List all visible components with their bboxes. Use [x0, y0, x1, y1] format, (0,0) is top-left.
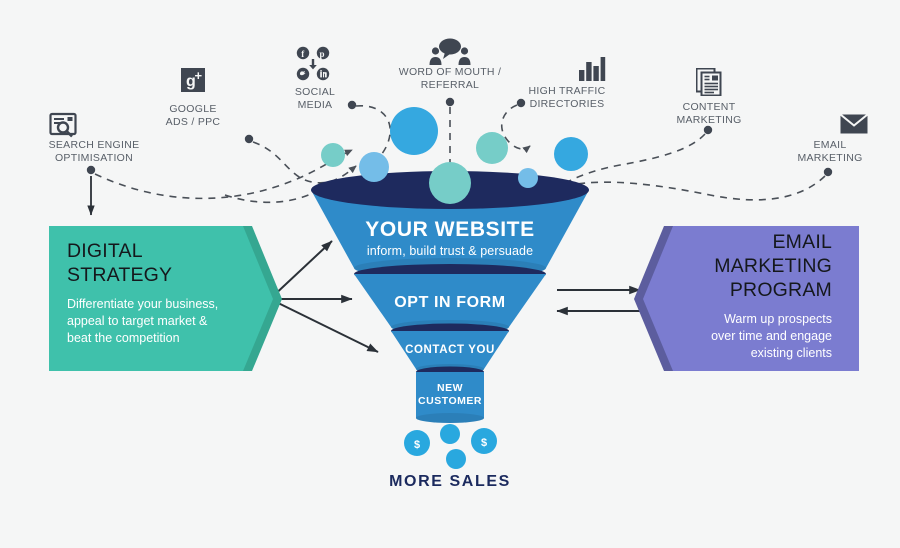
- dashed-path-secondary-left: [224, 181, 331, 204]
- search-engine-icon: [49, 112, 77, 145]
- dashed-path-high-traffic: [500, 104, 531, 154]
- source-label-seo: SEARCH ENGINE OPTIMISATION: [48, 139, 140, 164]
- word-of-mouth-icon: [428, 38, 472, 73]
- source-label-word-of-mouth: WORD OF MOUTH / REFERRAL: [398, 66, 502, 91]
- sales-coin: [471, 428, 497, 454]
- sales-coin-symbol: $: [481, 437, 487, 449]
- google-plus-icon: g +: [181, 68, 205, 97]
- path-dot-high-traffic: [516, 98, 526, 108]
- digital-strategy-panel: DIGITAL STRATEGY Differentiate your busi…: [67, 239, 247, 347]
- path-dot-content-marketing: [703, 125, 713, 135]
- arrow-strategy-to-contact: [269, 298, 379, 353]
- sales-coin-symbol: $: [414, 439, 420, 451]
- social-media-icon: f p: [296, 46, 334, 89]
- traffic-bubble: [554, 137, 588, 171]
- traffic-bubble: [321, 143, 345, 167]
- traffic-bubble: [429, 162, 471, 204]
- traffic-bubble: [476, 132, 508, 164]
- right-panel-shape[interactable]: [643, 226, 859, 371]
- funnel-stage4-bottom: [416, 413, 484, 423]
- arrow-strategy-to-website: [269, 240, 333, 300]
- funnel-stage-new-customer[interactable]: [416, 372, 484, 418]
- path-dot-social-media: [347, 100, 357, 110]
- bar-chart-icon: [578, 56, 606, 87]
- email-program-body: Warm up prospects over time and engage e…: [711, 312, 832, 360]
- path-dot-seo: [86, 165, 96, 175]
- traffic-bubble: [390, 107, 438, 155]
- svg-text:f: f: [301, 49, 305, 59]
- sales-bubble: [440, 424, 460, 444]
- dashed-path-email-marketing: [569, 175, 826, 201]
- sales-coin: [404, 430, 430, 456]
- traffic-bubble: [518, 168, 538, 188]
- dashed-path-seo: [94, 149, 353, 200]
- path-dot-email-marketing: [823, 167, 833, 177]
- svg-text:p: p: [320, 49, 325, 59]
- digital-strategy-body: Differentiate your business, appeal to t…: [67, 297, 219, 345]
- funnel-stage-contact-you[interactable]: [391, 331, 509, 369]
- source-label-high-traffic: HIGH TRAFFIC DIRECTORIES: [528, 85, 606, 110]
- source-label-content-marketing: CONTENT MARKETING: [676, 101, 742, 126]
- dashed-path-google-ads: [252, 141, 357, 184]
- svg-text:+: +: [195, 68, 203, 83]
- document-icon: [695, 67, 722, 101]
- funnel-stage-opt-in-form[interactable]: [354, 274, 546, 327]
- dashed-path-content-marketing: [555, 133, 706, 189]
- left-panel-shape[interactable]: [49, 226, 273, 371]
- sales-bubble: [446, 449, 466, 469]
- email-program-title: EMAIL MARKETING PROGRAM: [714, 231, 832, 301]
- envelope-icon: [839, 113, 869, 139]
- email-program-panel: EMAIL MARKETING PROGRAM Warm up prospect…: [660, 230, 832, 362]
- svg-text:g: g: [186, 73, 196, 90]
- source-label-email-marketing: EMAIL MARKETING: [797, 139, 863, 164]
- more-sales-label: MORE SALES: [389, 473, 511, 490]
- path-dot-google-ads: [244, 134, 254, 144]
- path-dot-word-of-mouth: [445, 97, 455, 107]
- traffic-bubble: [359, 152, 389, 182]
- source-label-google-ads: GOOGLE ADS / PPC: [165, 103, 221, 128]
- funnel-stage-your-website[interactable]: [311, 190, 589, 268]
- digital-strategy-title: DIGITAL STRATEGY: [67, 240, 173, 286]
- source-label-social-media: SOCIAL MEDIA: [294, 86, 336, 111]
